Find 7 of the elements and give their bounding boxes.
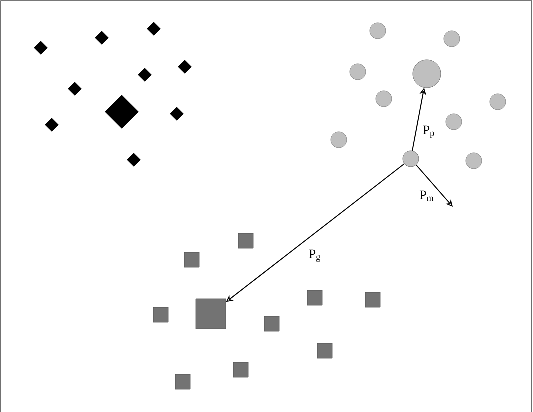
arrow (416, 164, 453, 207)
square-marker (196, 298, 226, 330)
edge-label: P$_{m}$ (420, 190, 434, 202)
edge-label: P$_{g}$ (309, 250, 320, 262)
edge-label: P$_{p}$ (423, 126, 434, 138)
circle-marker (412, 60, 442, 88)
circle-marker (402, 150, 420, 168)
